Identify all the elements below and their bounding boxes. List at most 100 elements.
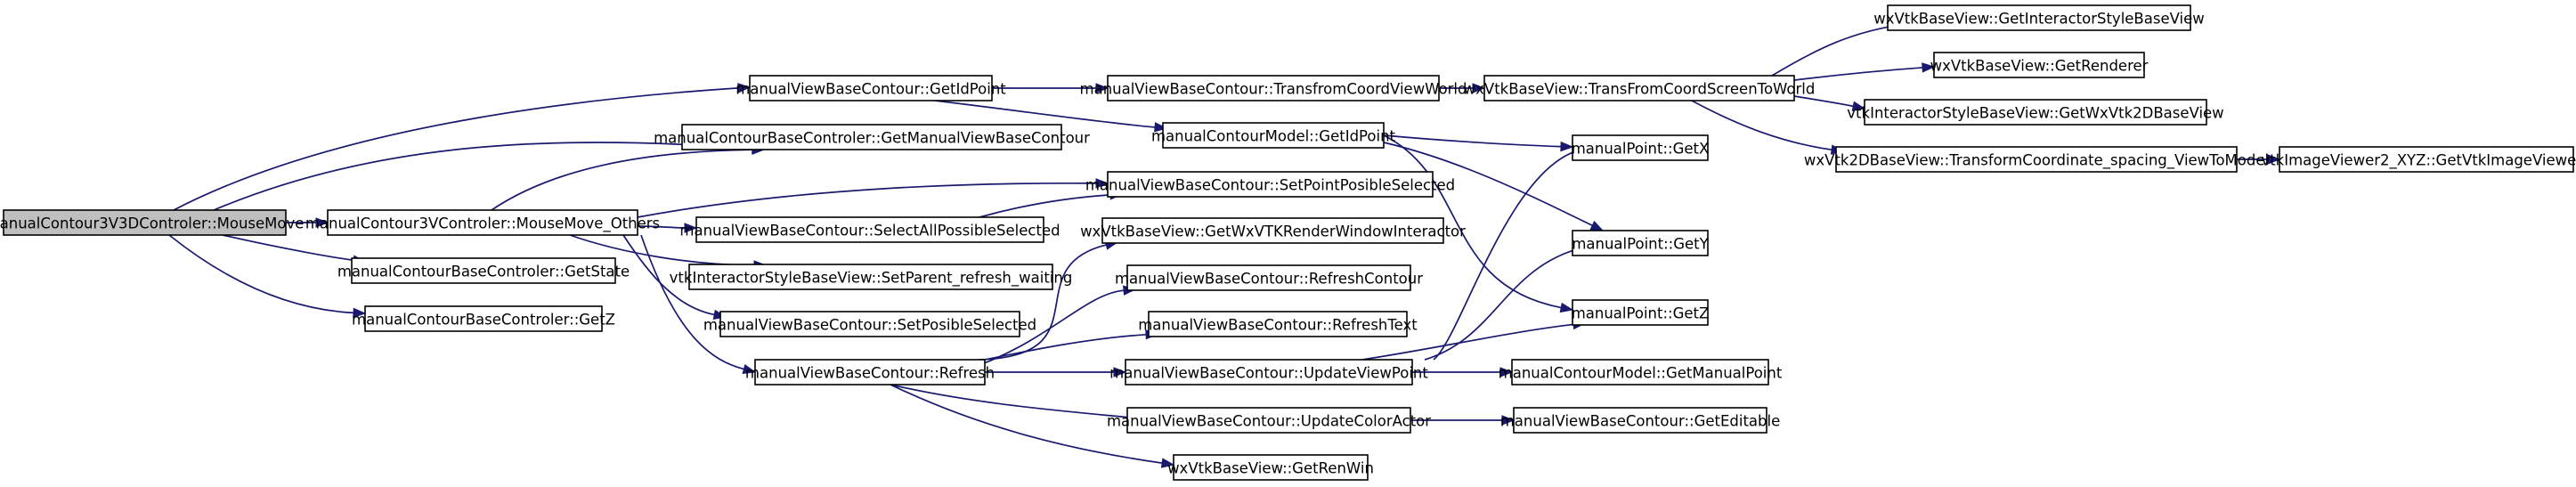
graph-node-n28[interactable]: wxVtk2DBaseView::TransformCoordinate_spa… xyxy=(1804,146,2269,173)
node-label: vtkImageViewer2_XYZ::GetVtkImageViewer2 xyxy=(2261,152,2576,170)
node-box[interactable] xyxy=(364,305,603,332)
node-label: manualViewBaseContour::UpdateColorActor xyxy=(1107,413,1431,430)
graph-node-n3[interactable]: manualContour3VControler::MouseMove_Othe… xyxy=(305,209,660,236)
graph-node-n29[interactable]: vtkImageViewer2_XYZ::GetVtkImageViewer2 xyxy=(2261,146,2576,173)
graph-node-n27[interactable]: vtkInteractorStyleBaseView::GetWxVtk2DBa… xyxy=(1847,99,2224,126)
arrowhead-n8-to-n27 xyxy=(1851,101,1866,111)
node-box[interactable] xyxy=(719,311,1020,337)
graph-node-n20[interactable]: manualPoint::GetX xyxy=(1572,134,1710,161)
graph-node-n10[interactable]: manualViewBaseContour::SelectAllPossible… xyxy=(679,216,1060,243)
node-box[interactable] xyxy=(327,209,638,236)
node-box[interactable] xyxy=(351,257,616,284)
node-label: manualPoint::GetZ xyxy=(1572,305,1710,322)
edge-n8-to-n28 xyxy=(1691,100,1832,151)
node-box[interactable] xyxy=(2279,146,2574,173)
node-box[interactable] xyxy=(1933,52,2145,78)
node-box[interactable] xyxy=(1107,75,1440,101)
node-box[interactable] xyxy=(1148,311,1408,337)
node-box[interactable] xyxy=(1126,264,1411,291)
graph-node-n5[interactable]: manualContourBaseControler::GetZ xyxy=(352,305,615,332)
graph-node-n1[interactable]: manualViewBaseContour::GetIdPoint xyxy=(735,75,1006,101)
graph-node-n4[interactable]: manualContourBaseControler::GetState xyxy=(337,257,630,284)
graph-node-n23[interactable]: manualContourModel::GetManualPoint xyxy=(1499,359,1783,386)
node-label: manualViewBaseContour::SetPosibleSelecte… xyxy=(703,317,1036,334)
edge-n13-to-n15 xyxy=(979,289,1125,366)
node-box[interactable] xyxy=(1572,134,1709,161)
edge-n3-to-n12 xyxy=(622,234,715,316)
edge-n0-to-n1 xyxy=(173,87,739,211)
arrowhead-n3-to-n10 xyxy=(684,223,698,233)
graph-node-n7[interactable]: manualContourModel::GetIdPoint xyxy=(1151,122,1396,149)
edge-n17-to-n22 xyxy=(1361,323,1574,361)
node-label: manualViewBaseContour::RefreshText xyxy=(1138,317,1418,334)
edge-n7-to-n21 xyxy=(1383,142,1593,227)
arrowhead-n7-to-n20 xyxy=(1560,141,1574,152)
arrowhead-n6-to-n8 xyxy=(1472,83,1486,93)
graph-node-n13[interactable]: manualViewBaseContour::Refresh xyxy=(745,359,995,386)
edge-n3-to-n2 xyxy=(491,149,753,211)
graph-node-n16[interactable]: manualViewBaseContour::RefreshText xyxy=(1138,311,1418,337)
node-label: manualContourBaseControler::GetManualVie… xyxy=(654,130,1090,147)
node-box[interactable] xyxy=(1107,171,1434,198)
arrowhead-n3-to-n13 xyxy=(742,363,757,374)
node-box[interactable] xyxy=(3,209,287,236)
edge-n0-to-n5 xyxy=(168,234,354,314)
node-label: manualContourBaseControler::GetState xyxy=(337,264,630,280)
node-box[interactable] xyxy=(695,216,1044,243)
node-box[interactable] xyxy=(688,264,1053,290)
node-box[interactable] xyxy=(1513,407,1767,434)
graph-node-n8[interactable]: wxVtkBaseView::TransFromCoordScreenToWor… xyxy=(1464,75,1816,101)
graph-node-n11[interactable]: vtkInteractorStyleBaseView::SetParent_re… xyxy=(670,264,1073,290)
edge-n7-to-n20 xyxy=(1383,134,1562,148)
arrowhead-n28-to-n29 xyxy=(2267,154,2281,165)
node-box[interactable] xyxy=(1173,454,1369,481)
arrowhead-n13-to-n19 xyxy=(1160,458,1175,468)
node-label: manualPoint::GetX xyxy=(1572,141,1710,158)
graph-node-n24[interactable]: manualViewBaseContour::GetEditable xyxy=(1500,407,1781,434)
graph-node-n2[interactable]: manualContourBaseControler::GetManualVie… xyxy=(654,124,1090,150)
node-label: wxVtkBaseView::GetRenWin xyxy=(1167,460,1374,477)
node-box[interactable] xyxy=(1887,4,2191,31)
graph-node-n6[interactable]: manualViewBaseContour::TransfromCoordVie… xyxy=(1080,75,1467,101)
node-box[interactable] xyxy=(749,75,993,101)
node-label: manualContour3V3DControler::MouseMove xyxy=(0,215,304,232)
node-box[interactable] xyxy=(1101,217,1444,244)
node-label: manualViewBaseContour::TransfromCoordVie… xyxy=(1080,81,1467,98)
arrowhead-n0-to-n3 xyxy=(315,217,329,228)
node-label: manualViewBaseContour::Refresh xyxy=(745,365,995,382)
node-box[interactable] xyxy=(1572,230,1709,256)
node-label: manualViewBaseContour::GetEditable xyxy=(1500,413,1781,430)
graph-node-n18[interactable]: manualViewBaseContour::UpdateColorActor xyxy=(1107,407,1431,434)
graph-node-n25[interactable]: wxVtkBaseView::GetInteractorStyleBaseVie… xyxy=(1873,4,2205,31)
graph-node-n15[interactable]: manualViewBaseContour::RefreshContour xyxy=(1115,264,1423,291)
graph-node-n14[interactable]: wxVtkBaseView::GetWxVTKRenderWindowInter… xyxy=(1080,217,1466,244)
edge-n3-to-n13 xyxy=(640,234,744,370)
node-box[interactable] xyxy=(1572,299,1709,326)
edge-n10-to-n9 xyxy=(979,194,1111,218)
graph-node-n9[interactable]: manualViewBaseContour::SetPointPosibleSe… xyxy=(1085,171,1455,198)
node-label: manualViewBaseContour::SetPointPosibleSe… xyxy=(1085,177,1455,194)
graph-node-n0[interactable]: manualContour3V3DControler::MouseMove xyxy=(0,209,304,236)
node-box[interactable] xyxy=(1511,359,1769,386)
node-label: vtkInteractorStyleBaseView::GetWxVtk2DBa… xyxy=(1847,105,2223,122)
node-box[interactable] xyxy=(1162,122,1385,149)
edge-n0-to-n4 xyxy=(222,234,354,262)
arrowhead-n0-to-n5 xyxy=(353,307,367,319)
graph-node-n26[interactable]: wxVtkBaseView::GetRenderer xyxy=(1930,52,2149,78)
edge-n7-to-n22 xyxy=(1383,134,1562,309)
graph-node-n12[interactable]: manualViewBaseContour::SetPosibleSelecte… xyxy=(703,311,1036,337)
node-box[interactable] xyxy=(754,359,986,386)
node-box[interactable] xyxy=(681,124,1062,150)
nodes-layer: manualContour3V3DControler::MouseMoveman… xyxy=(0,4,2576,481)
graph-node-n17[interactable]: manualViewBaseContour::UpdateViewPoint xyxy=(1109,359,1428,386)
node-label: vtkInteractorStyleBaseView::SetParent_re… xyxy=(670,270,1073,288)
graph-node-n22[interactable]: manualPoint::GetZ xyxy=(1572,299,1710,326)
node-box[interactable] xyxy=(1126,407,1411,434)
graph-node-n21[interactable]: manualPoint::GetY xyxy=(1572,230,1710,256)
node-box[interactable] xyxy=(1864,99,2207,126)
node-box[interactable] xyxy=(1125,359,1413,386)
node-box[interactable] xyxy=(1483,75,1795,101)
node-box[interactable] xyxy=(1835,146,2238,173)
graph-node-n19[interactable]: wxVtkBaseView::GetRenWin xyxy=(1167,454,1374,481)
